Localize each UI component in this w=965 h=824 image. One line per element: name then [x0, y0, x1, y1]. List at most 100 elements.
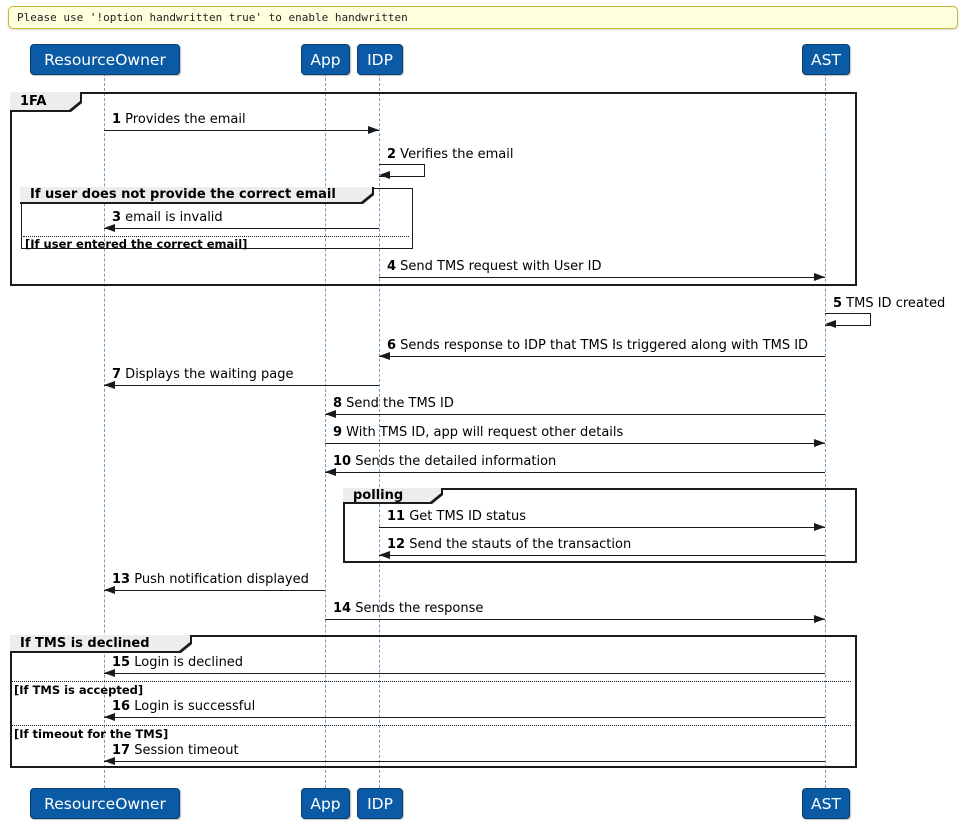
message-6-label: 6 Sends response to IDP that TMS Is trig… [387, 338, 809, 353]
divider-else-line [12, 725, 851, 726]
message-17-label: 17 Session timeout [112, 743, 239, 758]
message-number: 4 [387, 259, 397, 274]
note-text: Please use '!option handwritten true' to… [17, 11, 408, 24]
divider-else-line [23, 236, 409, 237]
participant-label: AST [811, 50, 841, 69]
frame-tab: If TMS is declined [10, 635, 192, 653]
message-10-label: 10 Sends the detailed information [333, 454, 557, 469]
message-6-arrowhead-icon [379, 352, 390, 360]
participant-label: AST [811, 794, 841, 813]
message-number: 2 [387, 147, 397, 162]
message-number: 9 [333, 425, 343, 440]
message-number: 14 [333, 601, 352, 616]
message-10-arrowhead-icon [325, 468, 336, 476]
message-5-arrowhead-icon [825, 320, 836, 328]
frame-1fa: 1FA [10, 92, 857, 286]
participant-idp-top: IDP [357, 44, 403, 75]
participant-label: ResourceOwner [44, 50, 166, 69]
divider-else-label: [If timeout for the TMS] [14, 727, 169, 741]
message-11-label: 11 Get TMS ID status [387, 509, 526, 524]
lifeline-idp [379, 73, 380, 788]
message-number: 17 [112, 743, 131, 758]
message-5-label: 5 TMS ID created [833, 296, 946, 311]
message-9-arrowhead-icon [814, 439, 825, 447]
message-number: 7 [112, 367, 122, 382]
frame-tab-label: If TMS is declined [20, 635, 150, 651]
message-11-arrowhead-icon [814, 523, 825, 531]
message-15-line [104, 673, 825, 674]
message-14-arrowhead-icon [814, 615, 825, 623]
message-7-label: 7 Displays the waiting page [112, 367, 294, 382]
participant-label: App [310, 50, 341, 69]
message-3-label: 3 email is invalid [112, 210, 223, 225]
participant-resourceowner-bottom: ResourceOwner [30, 788, 180, 819]
message-7-line [104, 385, 379, 386]
message-number: 12 [387, 537, 406, 552]
lifeline-resourceowner [104, 73, 105, 788]
message-2-label: 2 Verifies the email [387, 147, 514, 162]
lifeline-app [325, 73, 326, 788]
message-8-arrowhead-icon [325, 410, 336, 418]
message-number: 3 [112, 210, 122, 225]
message-16-line [104, 717, 825, 718]
message-1-line [104, 130, 379, 131]
message-15-label: 15 Login is declined [112, 655, 244, 670]
message-7-arrowhead-icon [104, 381, 115, 389]
message-number: 5 [833, 296, 843, 311]
frame-tab-label: If user does not provide the correct ema… [30, 187, 336, 202]
message-2-self-loop [379, 164, 425, 177]
message-2-arrowhead-icon [379, 171, 390, 179]
message-5-self-loop [825, 313, 871, 326]
message-number: 15 [112, 655, 131, 670]
message-16-label: 16 Login is successful [112, 699, 256, 714]
message-11-line [379, 527, 825, 528]
message-number: 10 [333, 454, 352, 469]
message-15-arrowhead-icon [104, 669, 115, 677]
message-number: 16 [112, 699, 131, 714]
frame-tab: polling [343, 488, 443, 504]
message-14-label: 14 Sends the response [333, 601, 484, 616]
frame-polling: polling [343, 488, 857, 563]
participant-label: App [310, 794, 341, 813]
participant-idp-bottom: IDP [357, 788, 403, 819]
participant-app-bottom: App [301, 788, 350, 819]
message-13-label: 13 Push notification displayed [112, 572, 309, 587]
participant-app-top: App [301, 44, 350, 75]
message-1-label: 1 Provides the email [112, 112, 246, 127]
participant-label: ResourceOwner [44, 794, 166, 813]
message-4-label: 4 Send TMS request with User ID [387, 259, 602, 274]
message-9-line [325, 443, 825, 444]
message-13-line [104, 590, 325, 591]
message-number: 1 [112, 112, 122, 127]
message-16-arrowhead-icon [104, 713, 115, 721]
frame-tab: 1FA [10, 92, 82, 112]
message-4-line [379, 277, 825, 278]
note: Please use '!option handwritten true' to… [8, 6, 958, 29]
frame-email-check: If user does not provide the correct ema… [21, 188, 413, 249]
message-12-arrowhead-icon [379, 551, 390, 559]
message-8-line [325, 414, 825, 415]
message-17-line [104, 761, 825, 762]
frame-tab-label: 1FA [20, 93, 47, 109]
message-12-line [379, 555, 825, 556]
frame-tab-label: polling [353, 487, 404, 503]
divider-else-label: [If TMS is accepted] [14, 683, 144, 697]
lifeline-ast [825, 73, 826, 788]
message-4-arrowhead-icon [814, 273, 825, 281]
message-3-line [104, 228, 379, 229]
message-6-line [379, 356, 825, 357]
message-8-label: 8 Send the TMS ID [333, 396, 454, 411]
message-13-arrowhead-icon [104, 586, 115, 594]
message-10-line [325, 472, 825, 473]
participant-label: IDP [367, 794, 393, 813]
message-1-arrowhead-icon [368, 126, 379, 134]
message-3-arrowhead-icon [104, 224, 115, 232]
participant-label: IDP [367, 50, 393, 69]
participant-ast-bottom: AST [802, 788, 850, 819]
message-number: 13 [112, 572, 131, 587]
message-14-line [325, 619, 825, 620]
message-9-label: 9 With TMS ID, app will request other de… [333, 425, 624, 440]
participant-resourceowner-top: ResourceOwner [30, 44, 180, 75]
message-number: 11 [387, 509, 406, 524]
